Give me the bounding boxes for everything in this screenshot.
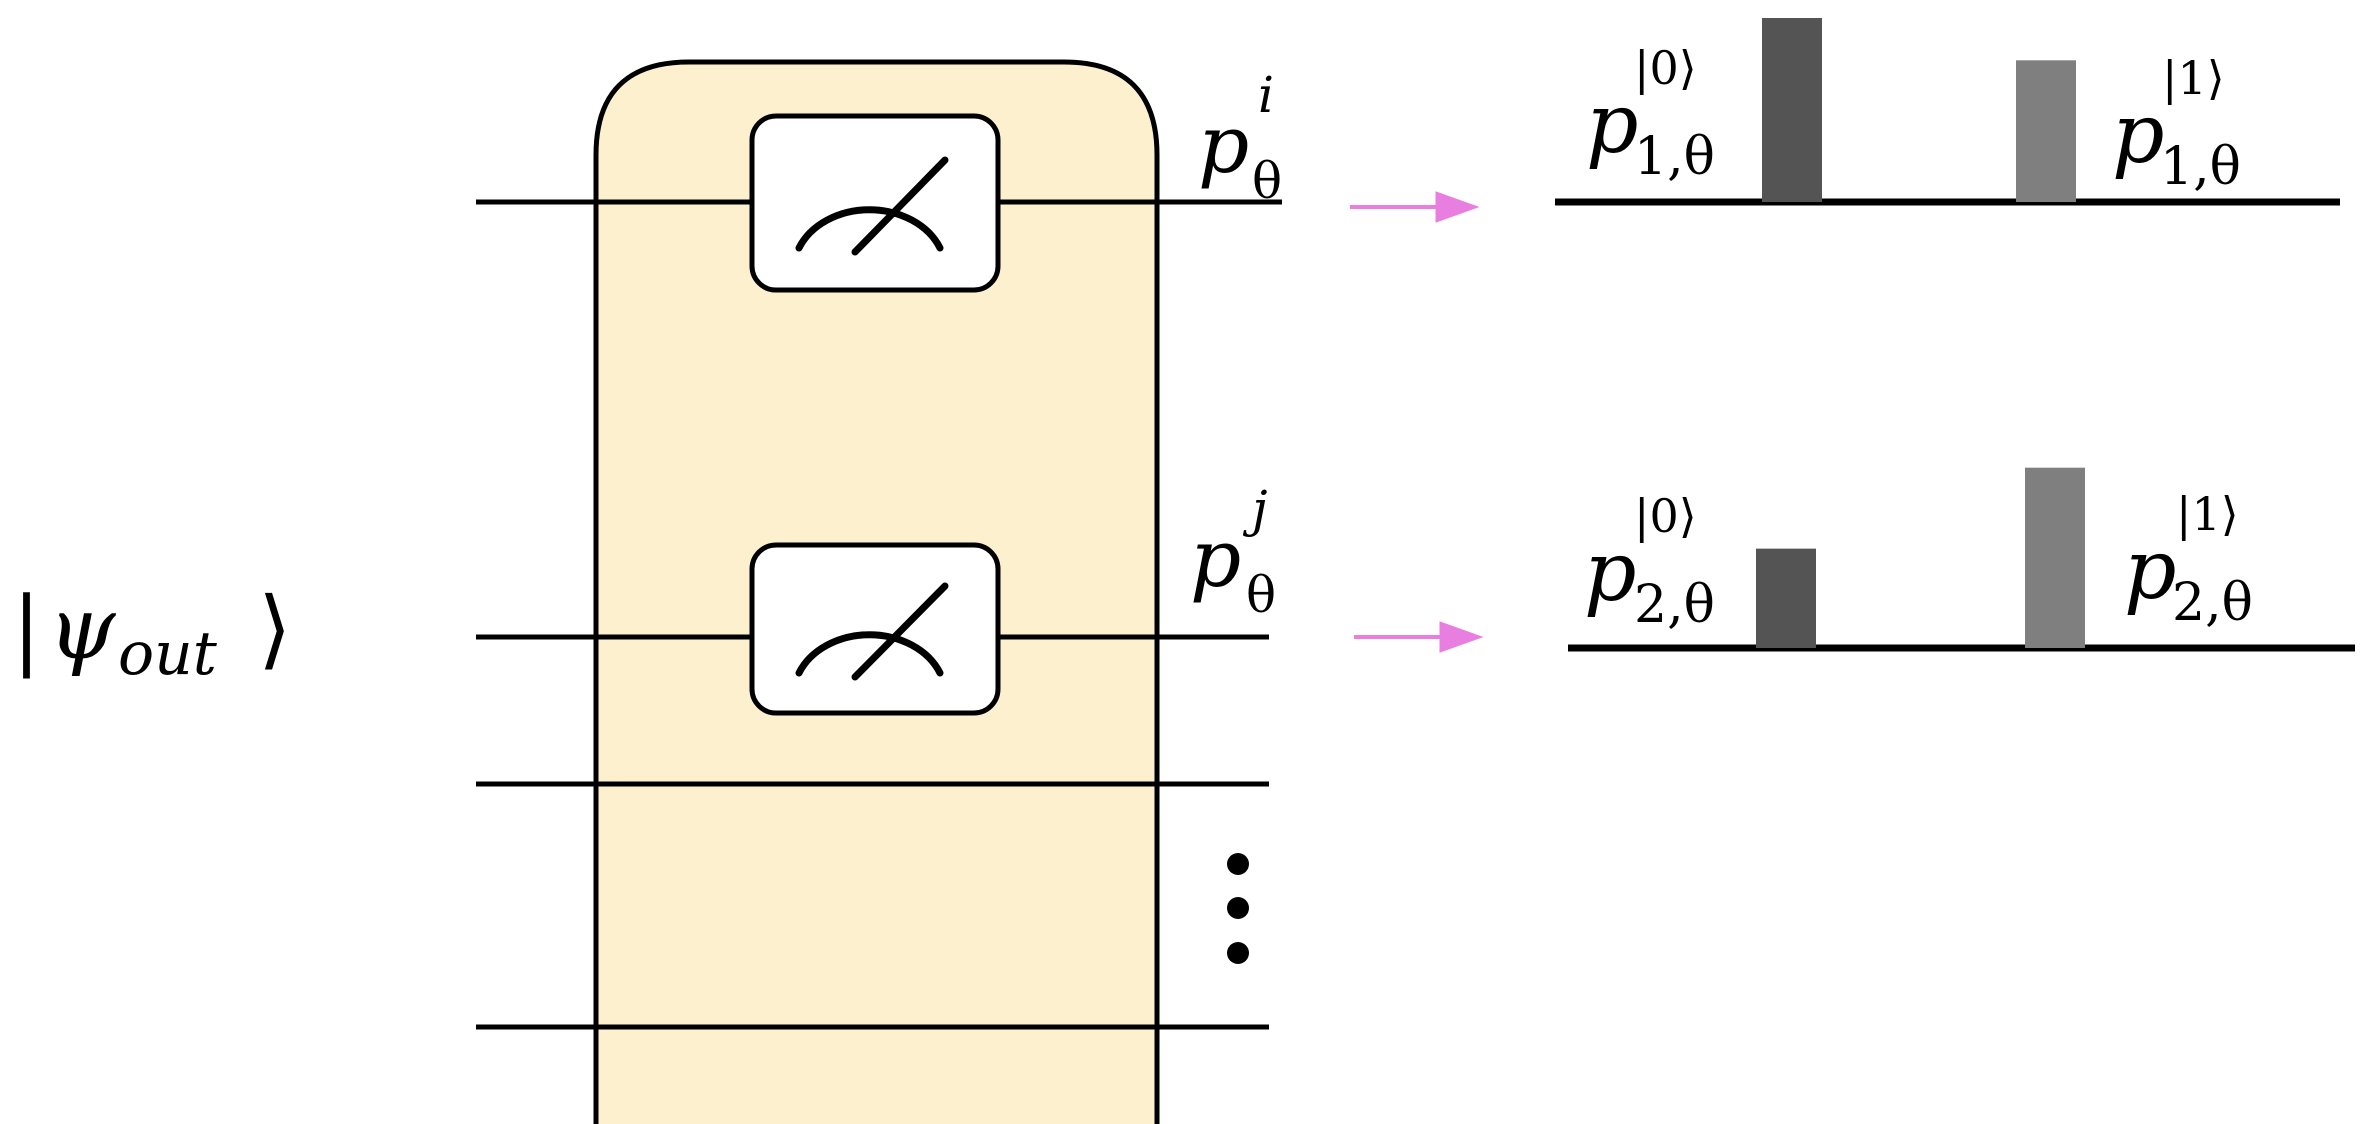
histogram-1-bar-1 [2016, 60, 2076, 202]
histogram-2-label-0-p: p [1584, 525, 1637, 620]
wire-label-1-sub: θ [1252, 152, 1282, 210]
ket-right-angle: ⟩ [258, 579, 292, 679]
ket-left-bar: | [12, 579, 41, 679]
histogram-2-bar-1 [2025, 467, 2085, 648]
psi-subscript: out [118, 619, 218, 689]
measurement-gate-2 [749, 542, 1001, 716]
histogram-2-label-1-p: p [2124, 523, 2177, 618]
histogram-1-label-0: p |0⟩ 1,θ [1586, 41, 1715, 187]
wire-label-2: p j θ [1190, 480, 1276, 624]
histogram-1-label-0-sup: |0⟩ [1634, 41, 1697, 95]
histogram-1-label-0-sub: 1,θ [1634, 127, 1715, 187]
histogram-1-label-1: p |1⟩ 1,θ [2112, 51, 2241, 197]
histogram-2: p |0⟩ 2,θ p |1⟩ 2,θ [1568, 467, 2355, 652]
histogram-2-label-0-sup: |0⟩ [1634, 489, 1697, 543]
measurement-gate-1 [749, 113, 1001, 293]
wire-label-2-p: p [1190, 512, 1241, 605]
histogram-1-bar-0 [1762, 18, 1822, 202]
histogram-2-label-1-sup: |1⟩ [2176, 487, 2239, 541]
meter-icon [795, 582, 949, 681]
histogram-1-label-1-sup: |1⟩ [2162, 51, 2225, 105]
histogram-1-label-1-p: p [2112, 87, 2165, 182]
wire-label-1: p i θ [1198, 66, 1282, 210]
histogram-2-label-1: p |1⟩ 2,θ [2124, 487, 2253, 633]
histogram-2-label-0-sub: 2,θ [1634, 575, 1715, 635]
wire-label-1-p: p [1198, 98, 1249, 191]
histogram-1-label-0-p: p [1586, 77, 1639, 172]
wire-label-2-sub: θ [1246, 566, 1276, 624]
output-state-label: | ψ out ⟩ [12, 579, 292, 689]
arrow-2 [1354, 621, 1484, 653]
histogram-1-label-1-sub: 1,θ [2160, 137, 2241, 197]
wire-label-1-sup: i [1258, 66, 1274, 124]
histogram-2-label-0: p |0⟩ 2,θ [1584, 489, 1715, 635]
vertical-ellipsis-icon [1227, 853, 1249, 964]
psi-symbol: ψ [48, 579, 117, 679]
meter-icon [795, 156, 949, 256]
histogram-1: p |0⟩ 1,θ p |1⟩ 1,θ [1555, 18, 2340, 206]
arrow-1 [1350, 191, 1480, 223]
histogram-2-label-1-sub: 2,θ [2172, 573, 2253, 633]
histogram-2-bar-0 [1756, 548, 1816, 648]
wire-label-2-sup: j [1242, 480, 1268, 538]
